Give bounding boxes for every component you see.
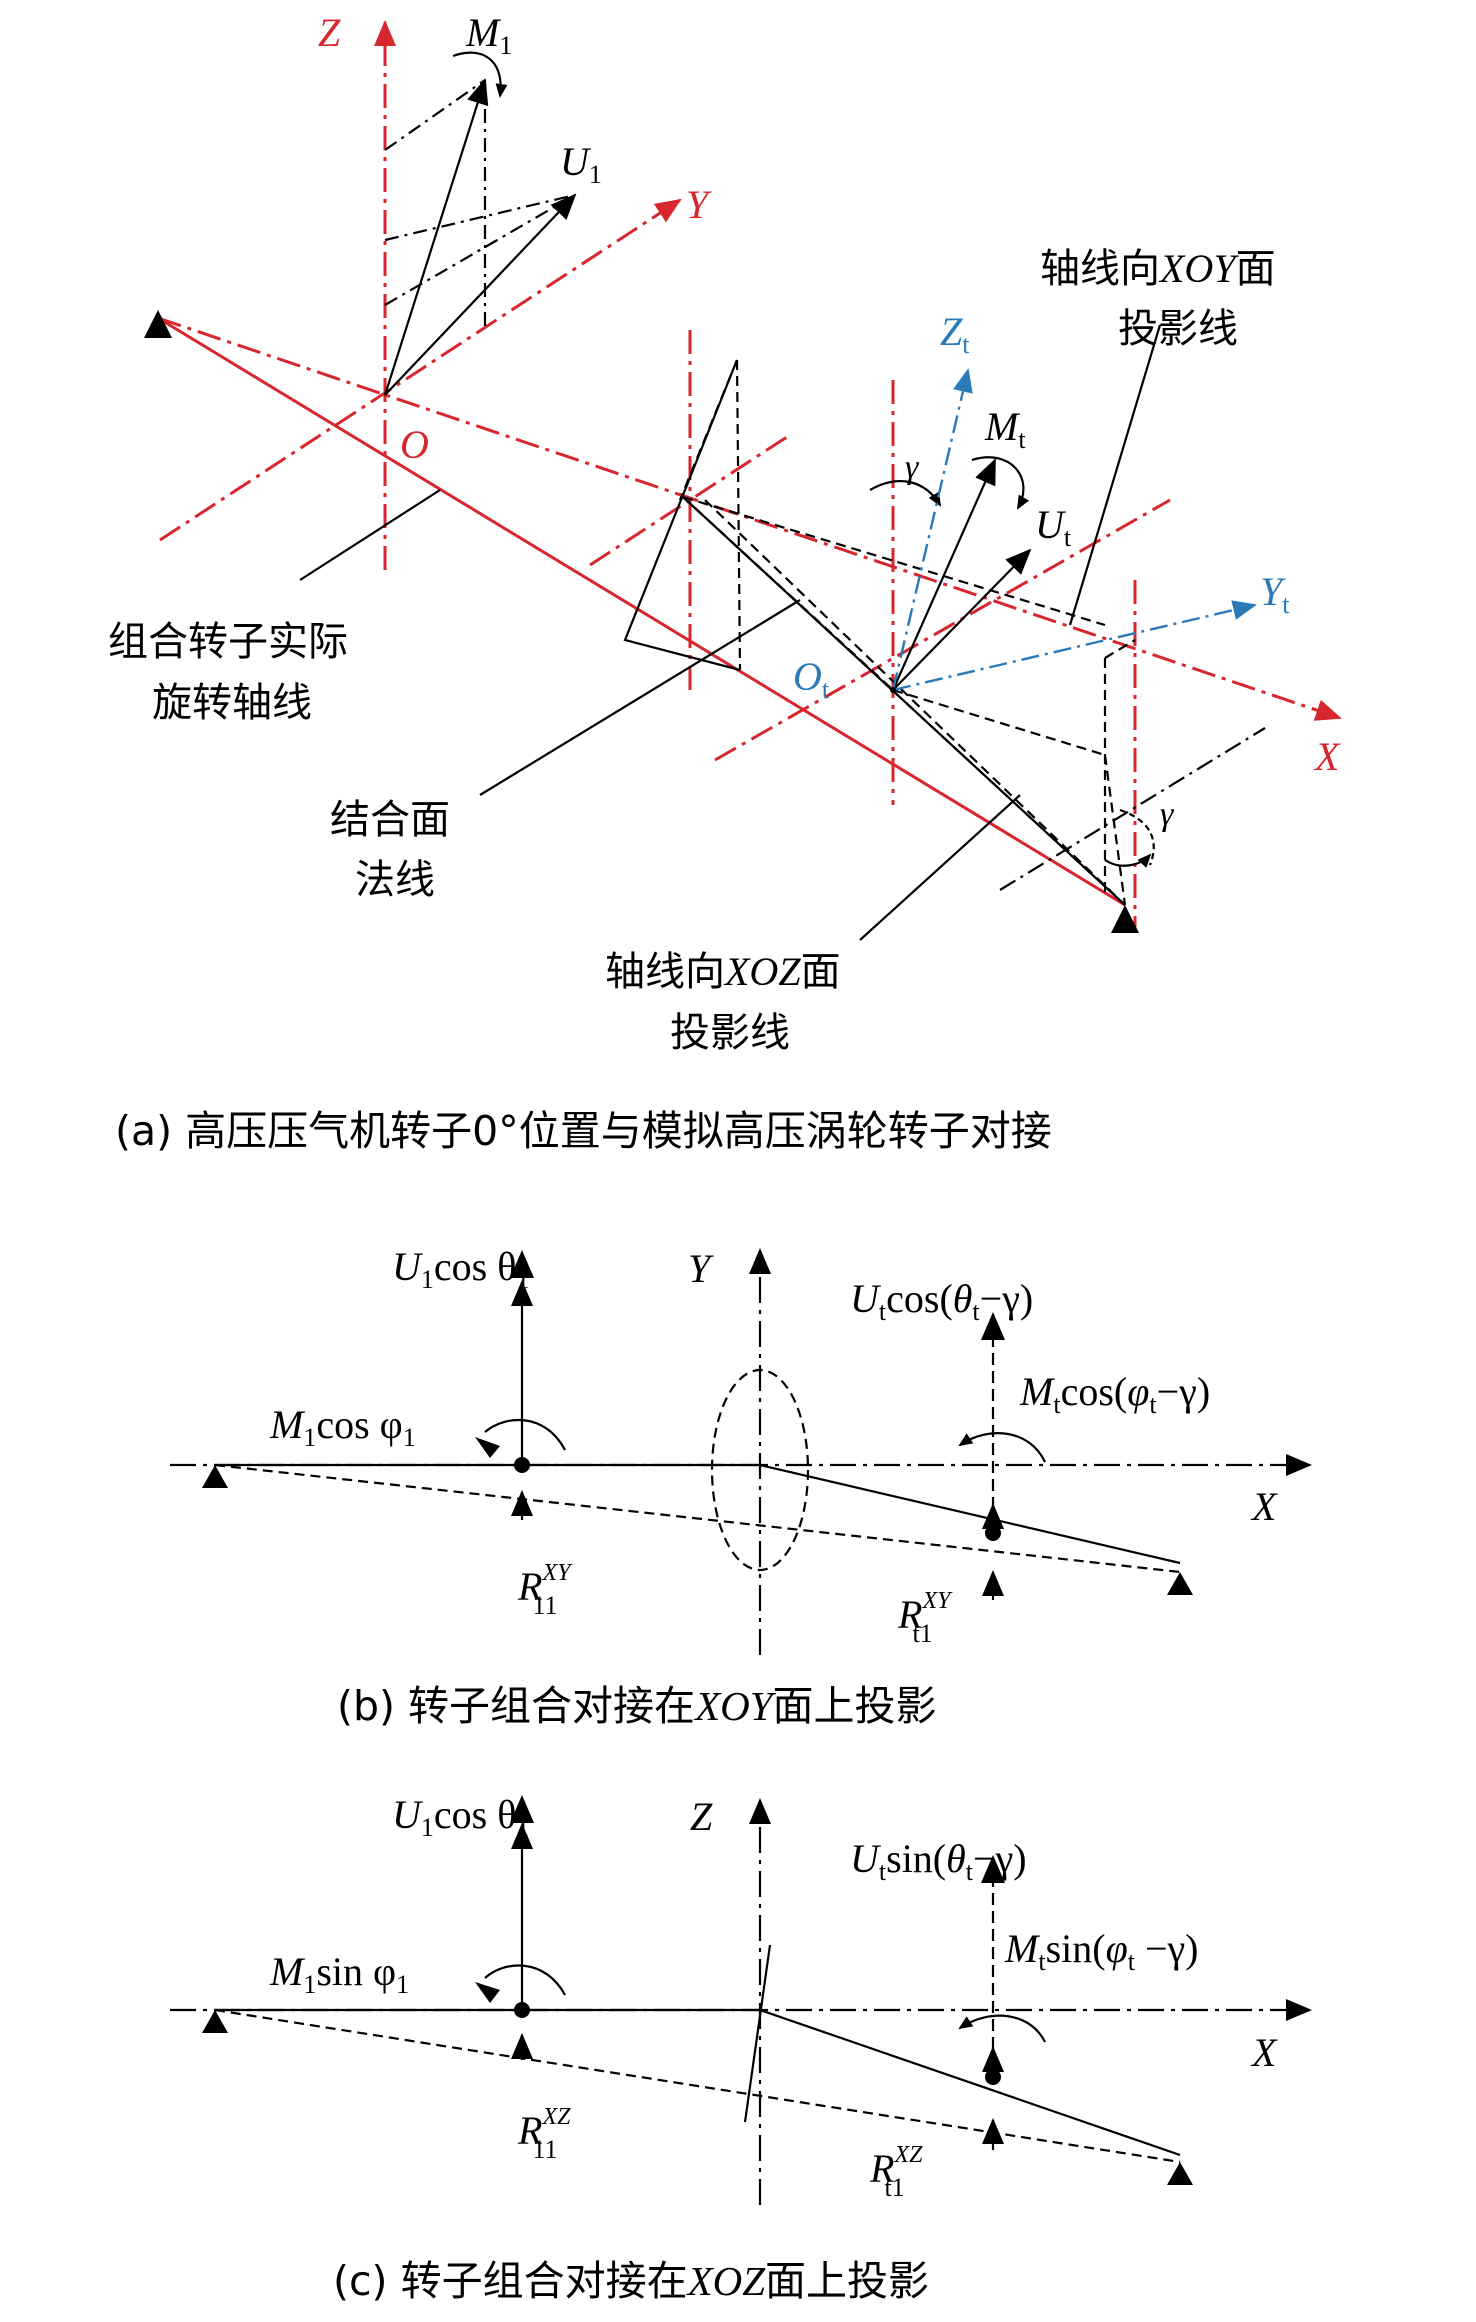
m1-cos-label: M1cos φ1	[269, 1402, 416, 1452]
support-left	[202, 2010, 228, 2033]
u1-cos-label: U1cos θ1	[392, 1244, 529, 1294]
normal-label: 结合面	[330, 797, 450, 843]
reference-line	[214, 1463, 1181, 1574]
rotor-axis-black	[682, 496, 1126, 906]
reference-line	[214, 2008, 1181, 2164]
actual-axis-label: 组合转子实际	[108, 619, 348, 665]
panel-a-supports	[144, 310, 1139, 933]
y-axis	[159, 198, 682, 542]
support-left	[144, 310, 172, 338]
support-right	[1167, 2162, 1193, 2185]
xoy-projection-label-2: 投影线	[1118, 306, 1238, 352]
support-left	[202, 1465, 228, 1488]
m1-vector	[383, 78, 489, 396]
xoy-projection-label: 轴线向XOY面	[1040, 246, 1276, 292]
coupling-line	[743, 1944, 772, 2123]
y-axis-label: Y	[686, 182, 712, 227]
z-label: Z	[690, 1794, 713, 1839]
u1-vector	[384, 193, 577, 396]
support-right	[1111, 905, 1139, 933]
leader-axis	[299, 489, 441, 581]
mt-moment-arrow	[958, 1432, 1046, 1463]
mt-vector	[891, 458, 997, 691]
zt-axis	[891, 368, 973, 691]
ut-sin-label: Utsin(θt−γ)	[850, 1836, 1027, 1886]
x-axis-label: X	[1313, 734, 1341, 779]
leader-normal	[479, 599, 801, 796]
gamma-arrow-bottom	[1104, 853, 1152, 868]
leader-xoz	[859, 794, 1021, 941]
z-axis-label: Z	[318, 10, 341, 55]
gamma-label-top: γ	[905, 449, 920, 486]
m1-sin-label: M1sin φ1	[269, 1949, 409, 1999]
m1-rotation-arrow	[452, 51, 508, 98]
xoz-projection-label: 轴线向XOZ面	[605, 949, 841, 995]
x-label: X	[1250, 1484, 1278, 1529]
mt-cos-label: Mtcos(φt−γ)	[1019, 1369, 1210, 1419]
gamma-arrow-top	[869, 480, 942, 507]
y-label: Y	[688, 1246, 714, 1291]
yt-axis	[892, 600, 1257, 692]
u1-label: U1	[560, 139, 602, 189]
yt-axis-label: Yt	[1260, 569, 1290, 619]
ot-horizontal	[714, 498, 1171, 762]
x-label: X	[1250, 2030, 1278, 2075]
normal-label-2: 法线	[355, 857, 435, 903]
interface-plane	[623, 359, 741, 672]
ut-vector	[892, 548, 1032, 691]
panel-c: Z X U1cos θ1 M1sin φ1 Utsin(θt−γ) Mtsin(…	[170, 1792, 1312, 2305]
panel-a-lines	[299, 51, 1266, 941]
zt-axis-label: Zt	[940, 309, 970, 359]
caption-b: (b) 转子组合对接在XOY面上投影	[337, 1682, 937, 1730]
origin-o-label: O	[400, 422, 429, 467]
actual-rotation-axis-red	[157, 316, 1126, 907]
m1-moment-arrow	[484, 1964, 566, 1996]
panel-b: Y X U1cos θ1 M1cos φ1 Utcos(θt−γ) Mtcos(…	[170, 1244, 1312, 1730]
ot-label: Ot	[793, 654, 830, 704]
ut-cos-label: Utcos(θt−γ)	[850, 1276, 1033, 1326]
x-axis	[157, 316, 1342, 721]
rotor-right	[759, 2008, 1181, 2157]
ut-label: Ut	[1035, 502, 1072, 552]
xoz-projection-label-2: 投影线	[670, 1010, 790, 1056]
support-right	[1167, 1572, 1193, 1595]
u1-cos-label: U1cos θ1	[392, 1792, 529, 1842]
panel-a: Z Y X O M1 U1 Zt Yt Ot Mt Ut γ γ 轴线向XOY面…	[108, 10, 1342, 1155]
m1-label: M1	[465, 10, 512, 60]
mt-label: Mt	[984, 404, 1026, 454]
local-axes	[891, 368, 1257, 692]
gamma-label-bottom: γ	[1160, 796, 1175, 833]
coupling-ellipse	[710, 1368, 810, 1572]
caption-a: (a) 高压压气机转子0°位置与模拟高压涡轮转子对接	[115, 1107, 1052, 1155]
mt-sin-label: Mtsin(φt −γ)	[1004, 1926, 1199, 1976]
mt-rotation-arrow	[971, 456, 1030, 510]
leader-xoy	[1068, 324, 1162, 626]
global-axes	[157, 20, 1342, 930]
mt-moment-arrow	[958, 2014, 1046, 2043]
caption-c: (c) 转子组合对接在XOZ面上投影	[333, 2257, 929, 2305]
m1-moment-arrow	[484, 1418, 566, 1451]
actual-axis-label-2: 旋转轴线	[152, 680, 312, 726]
rotor-right	[759, 1463, 1181, 1565]
